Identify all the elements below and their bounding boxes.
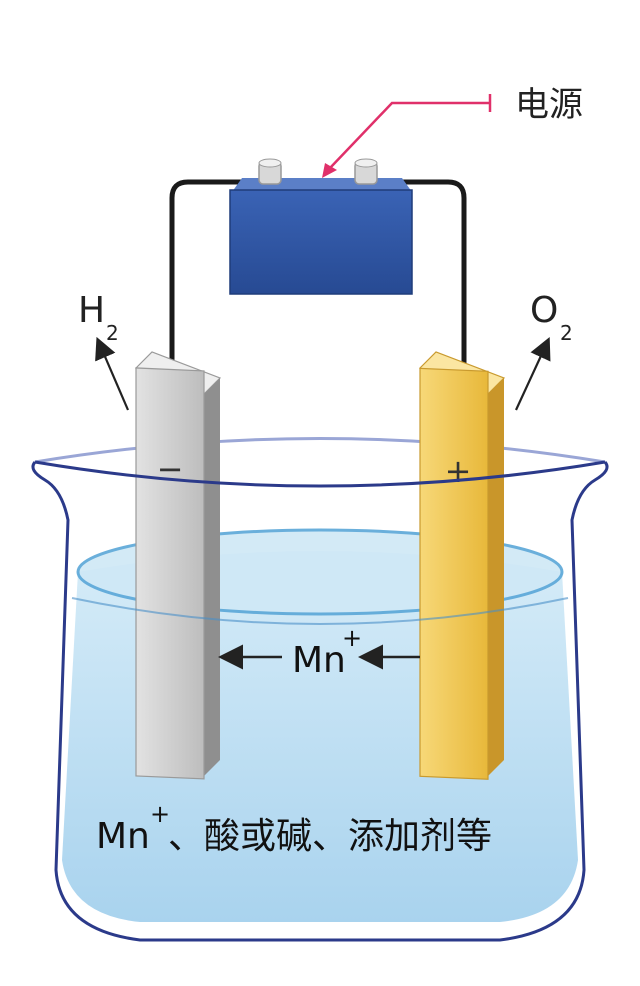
cathode-electrode: −	[134, 351, 222, 780]
arrow-up-left-icon	[95, 336, 130, 411]
oxygen-subscript: 2	[560, 321, 573, 345]
electrolyte-components: 、酸或碱、添加剂等	[168, 816, 492, 857]
battery-icon	[229, 158, 413, 295]
beaker-glass	[31, 460, 609, 942]
ion-label: Mn	[292, 640, 346, 681]
wire-right	[368, 179, 467, 378]
oxygen-gas-label: O 2	[515, 290, 573, 411]
beaker-rim-front	[34, 460, 606, 488]
pointer-line	[329, 101, 490, 169]
anode-sign: +	[445, 452, 472, 490]
hydrogen-gas-label: H 2	[78, 290, 130, 411]
electrolyte-ion-charge: +	[150, 800, 170, 828]
circuit-wires	[169, 179, 467, 378]
oxygen-symbol: O	[530, 290, 558, 331]
ion-migration: Mn +	[218, 624, 420, 681]
anode-electrode: +	[418, 351, 506, 780]
electrolyte-composition-label: Mn + 、酸或碱、添加剂等	[96, 800, 492, 857]
power-source-label: 电源	[515, 85, 583, 125]
pointer-arrowhead-icon	[322, 163, 337, 178]
power-source-callout: 电源	[322, 85, 583, 178]
battery-terminal-left	[258, 158, 282, 185]
beaker-body-outline	[31, 461, 609, 942]
battery-terminal-right	[354, 158, 378, 185]
hydrogen-subscript: 2	[106, 321, 119, 345]
hydrogen-symbol: H	[78, 290, 105, 331]
beaker-rim-back	[34, 437, 606, 464]
cathode-sign: −	[157, 450, 184, 488]
electrolyte-ion: Mn	[96, 816, 150, 857]
ion-charge: +	[342, 624, 362, 652]
wire-left	[169, 179, 268, 372]
arrow-up-right-icon	[515, 337, 551, 411]
